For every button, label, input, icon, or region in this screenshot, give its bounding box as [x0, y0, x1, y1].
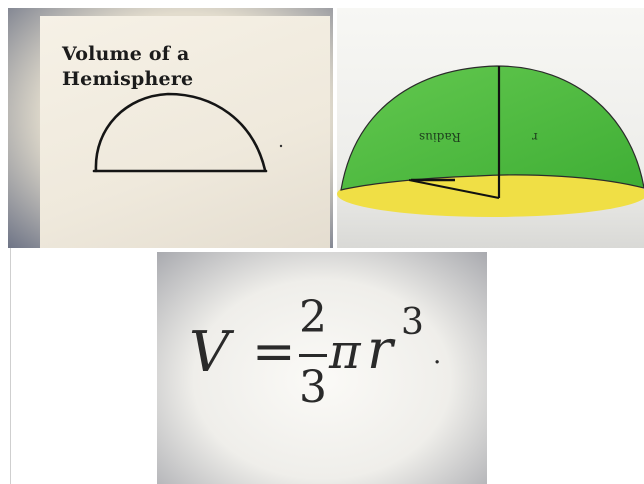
- formula-equals: =: [252, 322, 296, 382]
- dome: [340, 65, 644, 191]
- volume-formula: V = 2 3 π r 3 .: [157, 252, 487, 484]
- formula-lhs: V: [189, 320, 230, 385]
- hemisphere-model-photo: Radius r: [337, 8, 644, 248]
- drawing-title: Volume of a Hemisphere: [62, 42, 282, 92]
- r-label: r: [532, 130, 538, 144]
- formula-trailing-dot: .: [433, 340, 442, 370]
- hemisphere-drawing-photo: Volume of a Hemisphere: [8, 8, 333, 248]
- formula-numerator: 2: [299, 292, 327, 343]
- formula-denominator: 3: [299, 362, 327, 413]
- formula-photo: V = 2 3 π r 3 .: [157, 252, 487, 484]
- base-circle: [337, 171, 644, 217]
- title-line-2: Hemisphere: [62, 68, 194, 90]
- radius-label: Radius: [419, 130, 461, 144]
- formula-variable: r: [367, 318, 393, 381]
- paper-card: [40, 16, 330, 248]
- formula-pi: π: [329, 324, 361, 380]
- title-line-1: Volume of a: [62, 43, 190, 65]
- left-border-line: [10, 248, 11, 484]
- fraction-bar: [299, 354, 327, 357]
- hemisphere-3d: [337, 65, 644, 217]
- formula-exponent: 3: [401, 302, 424, 343]
- hemisphere-sketch: [92, 92, 283, 173]
